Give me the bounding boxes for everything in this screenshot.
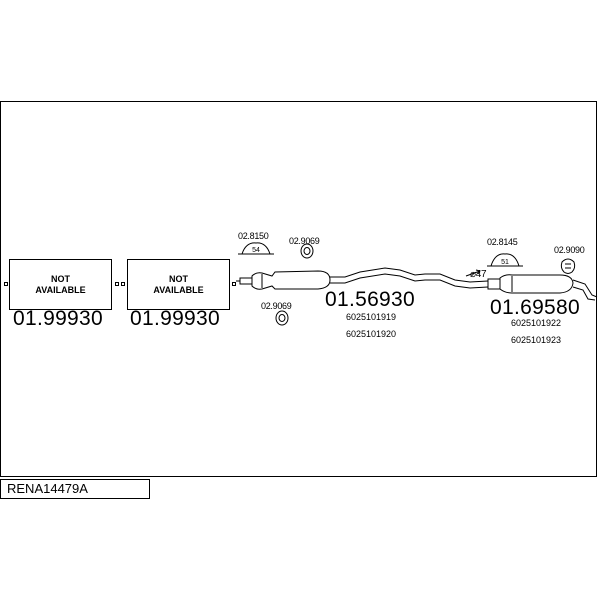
hanger-top-icon (300, 243, 314, 259)
oem-number: 6025101923 (511, 335, 562, 345)
hanger-top-number: 02.9069 (289, 236, 320, 246)
part-number-front: 01.99930 (13, 307, 103, 330)
pipe-diameter-label: ⌀47 (470, 269, 487, 280)
clamp-rear-icon (487, 253, 523, 267)
diagram-frame (0, 101, 597, 477)
unavailable-line1: NOT (169, 273, 188, 284)
middle-silencer-icon (251, 270, 331, 290)
oem-number: 6025101922 (511, 318, 562, 328)
rear-connector-icon (487, 278, 501, 290)
diameter-arrow-icon (465, 269, 481, 277)
part-number-front: 01.99930 (130, 307, 220, 330)
connector-marker (232, 282, 236, 286)
connector-marker (121, 282, 125, 286)
connector-marker (4, 282, 8, 286)
tail-pipe-icon (572, 279, 598, 301)
clamp-front-icon (238, 242, 274, 255)
hanger-bottom-number: 02.9069 (261, 301, 292, 311)
hanger-bottom-icon (275, 310, 289, 326)
front-pipe-icon (236, 277, 253, 285)
oem-number: 6025101920 (346, 329, 397, 339)
rear-silencer-icon (499, 274, 574, 294)
part-number-rear: 01.69580 (490, 296, 580, 319)
part-number-middle: 01.56930 (325, 288, 415, 311)
hanger-rear-icon (560, 258, 576, 274)
clamp-front-number: 02.8150 (238, 231, 269, 241)
clamp-rear-size: 51 (501, 259, 509, 266)
unavailable-part-box: NOT AVAILABLE (9, 259, 112, 310)
clamp-front-size: 54 (252, 247, 260, 254)
middle-pipe-icon (330, 267, 489, 283)
clamp-rear-number: 02.8145 (487, 237, 518, 247)
unavailable-line1: NOT (51, 273, 70, 284)
unavailable-part-box: NOT AVAILABLE (127, 259, 230, 310)
connector-marker (115, 282, 119, 286)
unavailable-line2: AVAILABLE (35, 284, 86, 295)
drawing-reference: RENA14479A (0, 479, 150, 499)
oem-number: 6025101919 (346, 312, 397, 322)
hanger-rear-number: 02.9090 (554, 245, 585, 255)
unavailable-line2: AVAILABLE (153, 284, 204, 295)
